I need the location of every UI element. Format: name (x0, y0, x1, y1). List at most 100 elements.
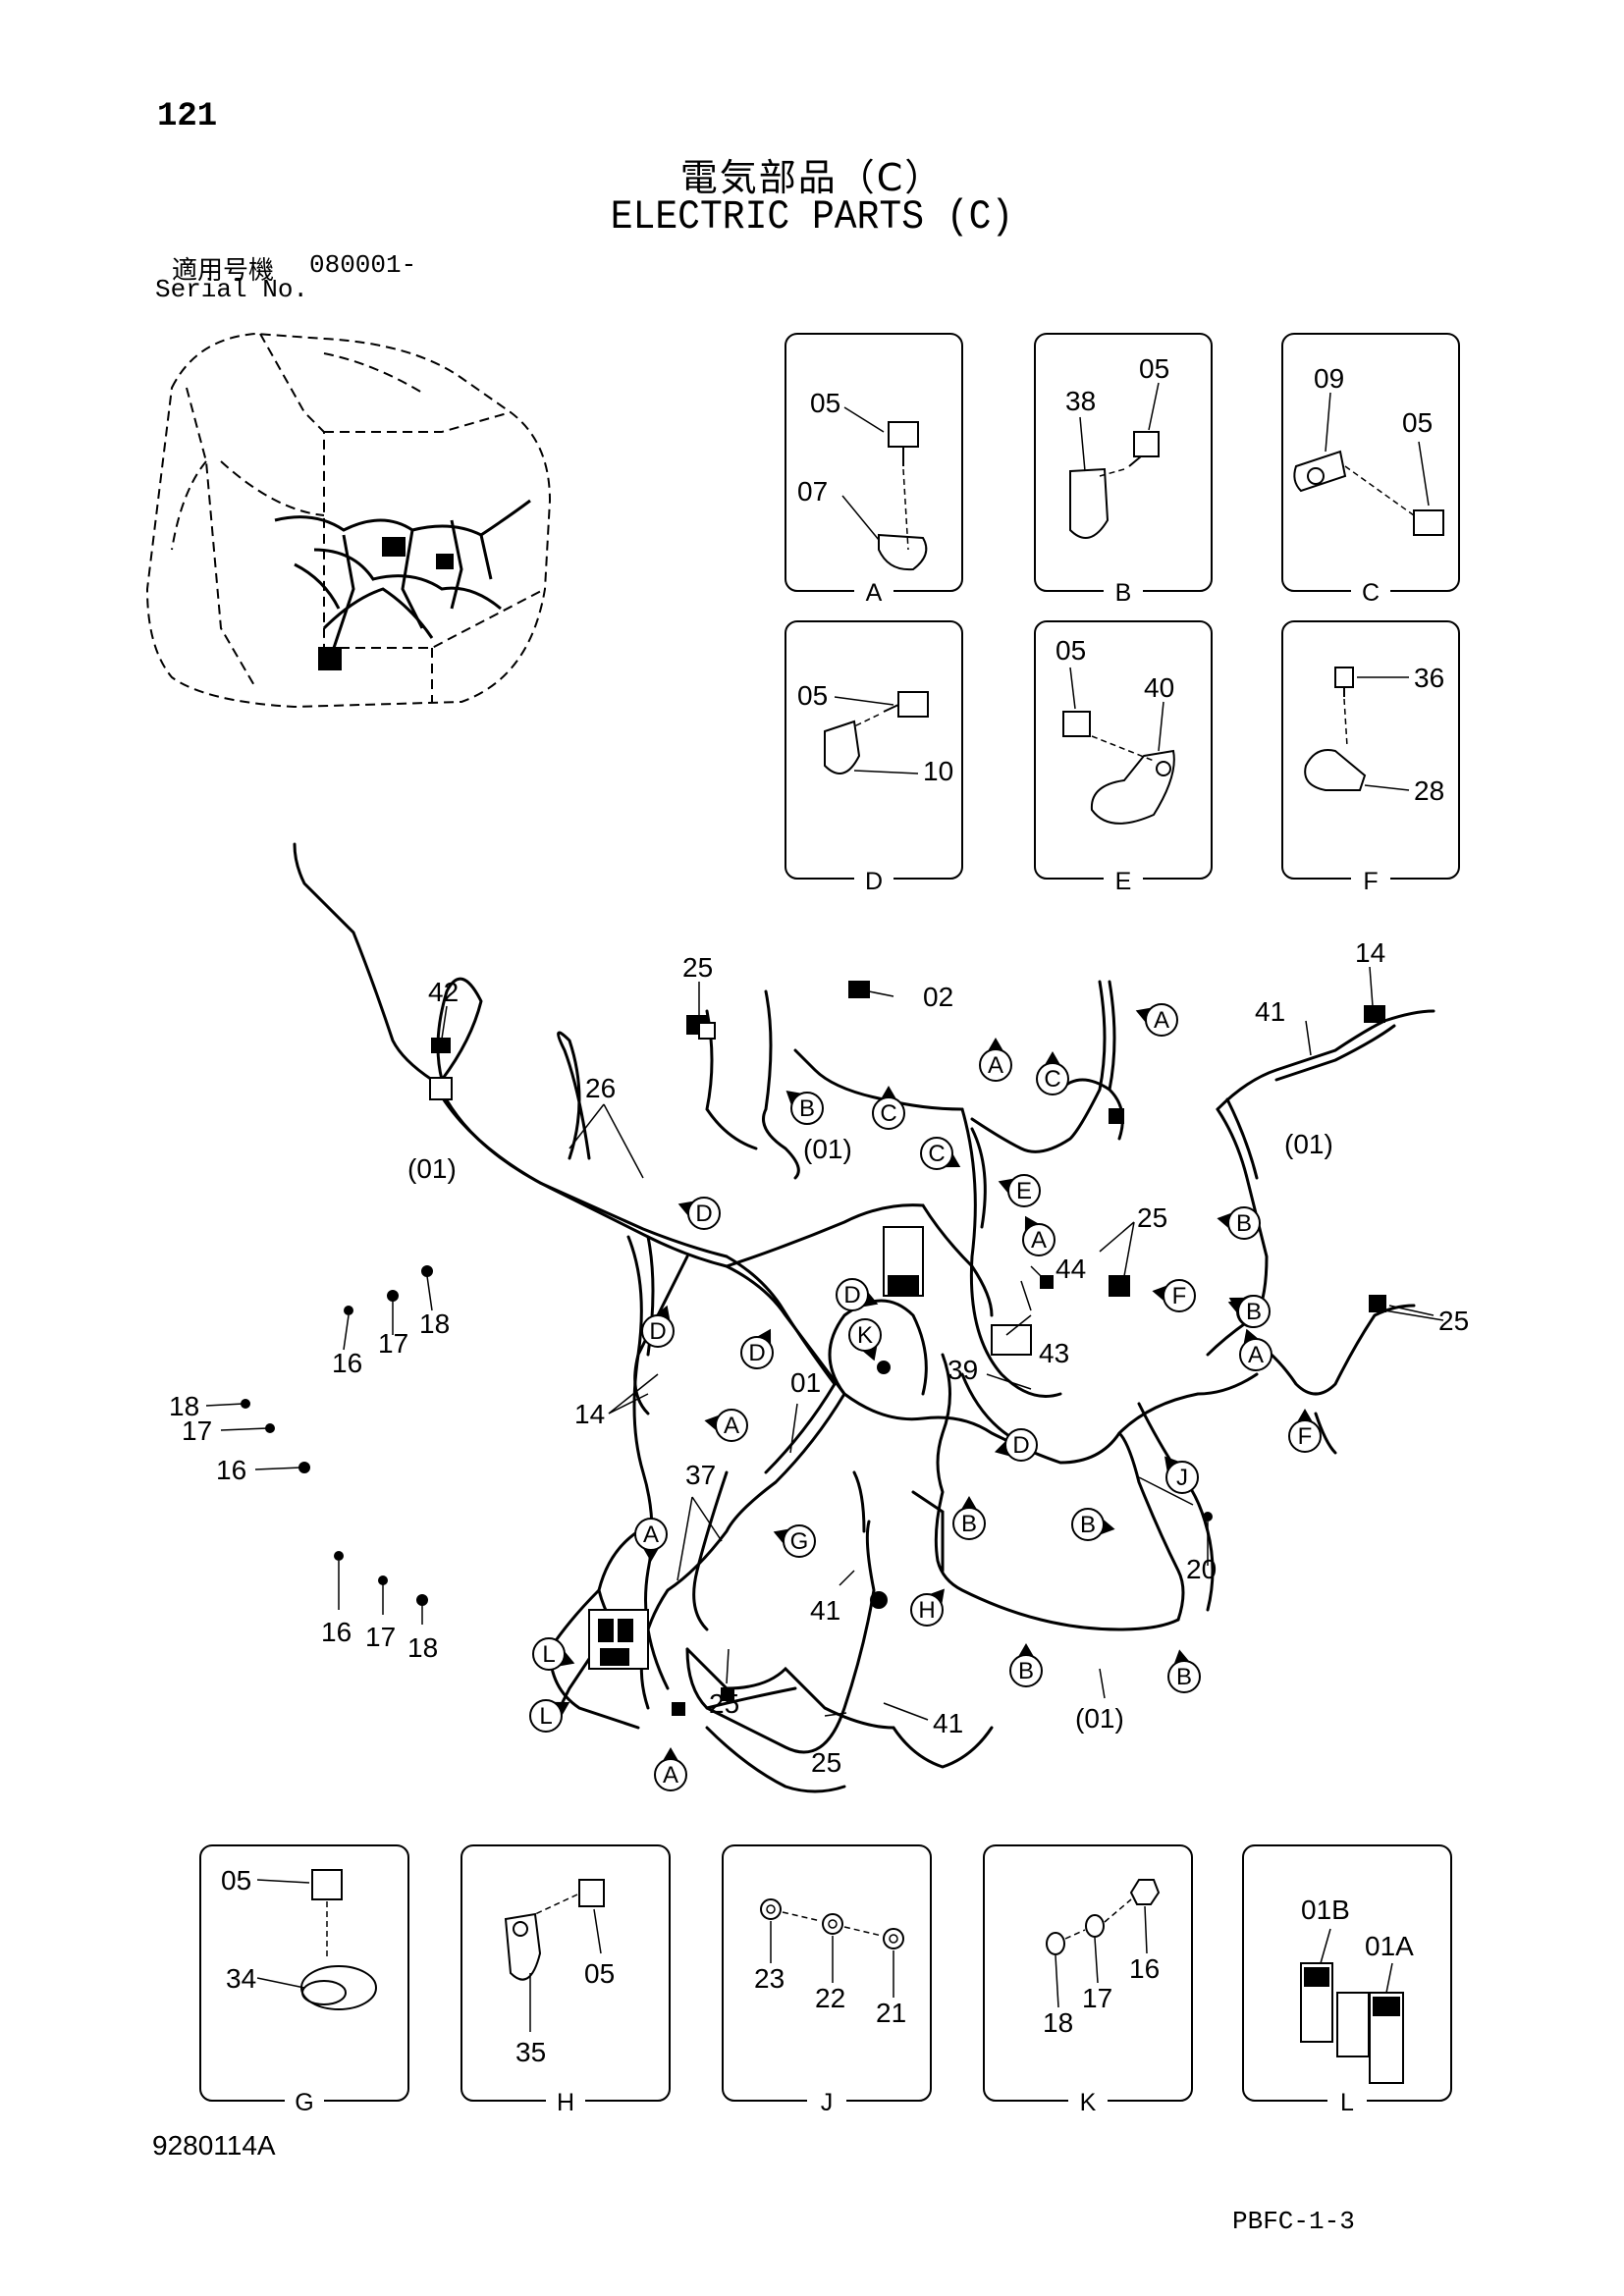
detail-box-f: F 36 28 (1281, 620, 1460, 895)
part-number: 16 (1129, 1953, 1160, 1984)
bubble-circle (1237, 1295, 1271, 1328)
bubble-circle (872, 1096, 905, 1130)
box-label: J (821, 2089, 834, 2116)
page-title: ELECTRIC PARTS (C) (610, 193, 1014, 241)
bubble-circle (1227, 1206, 1261, 1240)
box-label: D (865, 868, 883, 895)
bubble-letter: C (1044, 1066, 1060, 1093)
ref-bubble: D (740, 1328, 774, 1369)
bubble-circle (532, 1637, 566, 1671)
detail-box-e: E 05 40 (1034, 620, 1213, 895)
bubble-letter: B (1080, 1512, 1096, 1538)
part-number: 17 (1082, 1983, 1112, 2013)
bubble-circle (634, 1518, 668, 1551)
bubble-circle (836, 1278, 869, 1311)
callout-number: 39 (947, 1355, 978, 1385)
bubble-pointer (642, 1547, 660, 1562)
callout-number: 42 (428, 977, 459, 1007)
box-label: F (1363, 868, 1378, 895)
part-number: 28 (1414, 775, 1444, 806)
ref-bubble: F (1152, 1279, 1196, 1312)
ref-bubble: E (998, 1174, 1041, 1207)
callout-number: 20 (1186, 1554, 1217, 1584)
ref-bubble: B (1009, 1643, 1043, 1687)
bubble-letter: A (643, 1522, 659, 1548)
detail-box-c: C 09 05 (1281, 333, 1460, 607)
bubble-letter: D (748, 1340, 765, 1366)
ref-bubble: B (952, 1496, 986, 1540)
part-number: 07 (797, 476, 828, 507)
part-number: 34 (226, 1963, 256, 1994)
bubble-letter: D (695, 1201, 712, 1227)
bubble-circle (952, 1507, 986, 1540)
part-number: 38 (1065, 386, 1096, 416)
callout-number: 18 (169, 1391, 199, 1421)
callout-number: 17 (182, 1415, 212, 1446)
callout-number: 25 (1137, 1202, 1167, 1233)
callout-number: 41 (1255, 996, 1285, 1027)
callout-numbers: 42 25 02 14 41 26 (01) (01) (01) (01) 25… (169, 937, 1469, 1778)
box-label: E (1115, 868, 1132, 895)
callout-number: 43 (1039, 1338, 1069, 1368)
ref-bubble: D (994, 1428, 1038, 1462)
bubble-letter: A (1248, 1342, 1264, 1368)
bubble-pointer (1044, 1051, 1061, 1066)
serial-label-japanese: 適用号機 (172, 256, 275, 286)
part-number: 05 (584, 1958, 615, 1989)
box-label: G (295, 2089, 313, 2116)
bubble-circle (1004, 1428, 1038, 1462)
bubble-pointer (1296, 1409, 1314, 1423)
detail-box-d: D 05 10 (785, 620, 963, 895)
bubble-circle (1145, 1003, 1178, 1037)
part-number: 18 (1043, 2007, 1073, 2038)
bubble-circle (1167, 1660, 1201, 1693)
ref-bubble: A (1135, 1003, 1178, 1037)
bubble-letter: D (843, 1282, 860, 1308)
callout-number: 14 (1355, 937, 1385, 968)
bubble-letter: D (1012, 1432, 1029, 1459)
bubble-pointer (880, 1086, 897, 1100)
callout-number: 25 (709, 1688, 739, 1719)
part-number: 05 (1402, 407, 1433, 438)
serial-value: 080001- (309, 250, 417, 280)
ref-bubbles: ABCACCEDDDDKAFBAFBADJAGBBHLLABBA (529, 1003, 1322, 1791)
bubble-circle (687, 1197, 721, 1230)
bubble-circle (1165, 1461, 1199, 1494)
ref-bubble: B (1167, 1649, 1201, 1693)
bubble-letter: A (663, 1762, 678, 1789)
callout-number: 16 (216, 1455, 246, 1485)
callout-number: 25 (1438, 1306, 1469, 1336)
bubble-letter: A (724, 1413, 739, 1439)
ref-bubble: H (910, 1588, 945, 1627)
bubble-circle (1163, 1279, 1196, 1312)
callout-number: (01) (1284, 1129, 1333, 1159)
callout-number: 17 (365, 1622, 396, 1652)
bubble-letter: L (542, 1641, 555, 1668)
ref-bubble: K (848, 1318, 882, 1362)
part-number: 23 (754, 1963, 785, 1994)
detail-box-l: L 01B 01A (1242, 1844, 1452, 2116)
bubble-letter: D (649, 1318, 666, 1345)
detail-box-g: G 05 34 (199, 1844, 409, 2116)
callout-number: 16 (321, 1617, 352, 1647)
detail-box-j: J 23 22 21 (722, 1844, 932, 2116)
callout-number: 37 (685, 1460, 716, 1490)
ref-bubble: C (920, 1137, 961, 1170)
part-number: 22 (815, 1983, 845, 2013)
ref-bubble: L (532, 1637, 575, 1671)
part-number: 01A (1365, 1931, 1414, 1961)
bubble-letter: F (1172, 1283, 1187, 1309)
bubble-circle (920, 1137, 953, 1170)
callout-number: (01) (407, 1153, 457, 1184)
serial-label: Serial No. (155, 275, 309, 304)
bubble-letter: F (1298, 1423, 1313, 1450)
ref-bubble: G (773, 1524, 816, 1558)
detail-box-h: H 05 35 (460, 1844, 671, 2116)
bubble-letter: H (918, 1597, 935, 1624)
detail-box-k: K 18 17 16 (983, 1844, 1193, 2116)
part-number: 21 (876, 1998, 906, 2028)
bubble-letter: C (928, 1141, 945, 1167)
page-number: 121 (157, 98, 218, 135)
document-code: 9280114A (152, 2130, 276, 2161)
bubble-circle (1239, 1338, 1272, 1371)
